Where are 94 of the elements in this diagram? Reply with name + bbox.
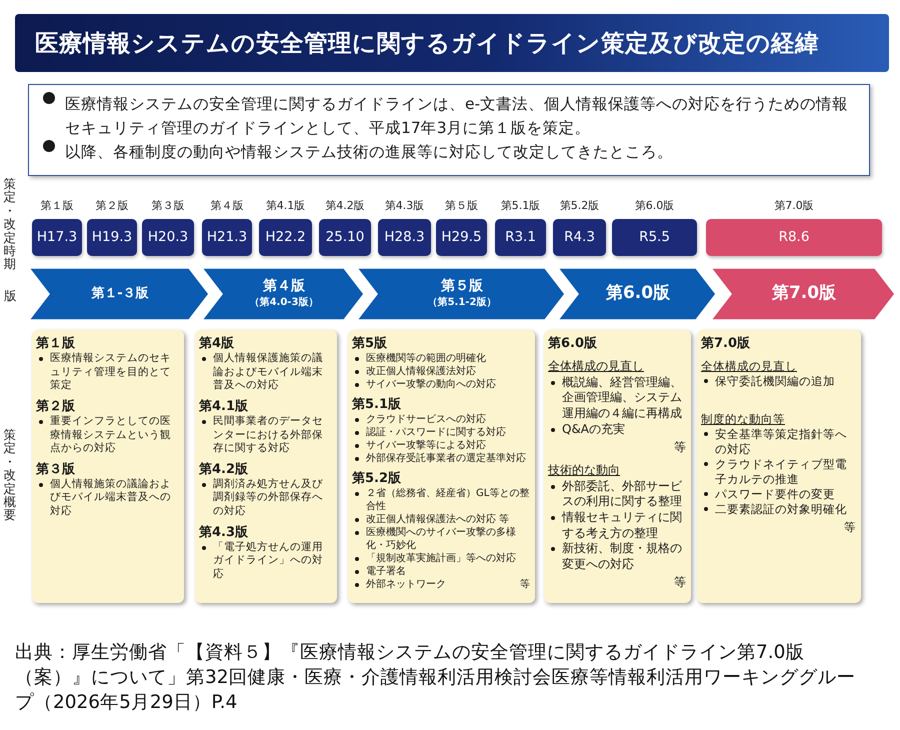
list-item: 個人情報施策の議論およびモバイル端末普及への対応 bbox=[50, 478, 172, 519]
version-heading: 第３版 bbox=[36, 460, 75, 478]
title-banner: 医療情報システムの安全管理に関するガイドライン策定及び改定の経緯 bbox=[15, 14, 889, 72]
version-heading: 第１版 bbox=[36, 335, 75, 352]
list-item: 二要素認証の対象明確化 bbox=[715, 502, 847, 517]
summary-card bbox=[544, 330, 691, 603]
version-heading: 第4版 bbox=[199, 335, 234, 352]
list-item: 「電子処方せんの運用ガイドライン」への対応 bbox=[213, 540, 324, 582]
version-subrange: （第4.0-3版） bbox=[250, 296, 318, 310]
list-item: 改正個人情報保護法対応 bbox=[366, 365, 476, 378]
list-item: 改正個人情報保護法への対応 等 bbox=[366, 513, 510, 526]
date-tag: H20.3 bbox=[142, 219, 194, 256]
list-item: 民間事業者のデータセンターにおける外部保存に関する対応 bbox=[213, 414, 324, 456]
date-tag: 25.10 bbox=[319, 219, 371, 256]
version-subrange: （第5.1-2版） bbox=[428, 296, 496, 310]
list-item: ２省（総務省、経産省）GL等との整合性 bbox=[366, 487, 530, 513]
etc-note: 等 bbox=[674, 574, 686, 592]
version-heading: 第6.0版 bbox=[548, 335, 598, 352]
summary-card bbox=[195, 330, 337, 603]
date-tag: H19.3 bbox=[87, 219, 137, 256]
version-label: 第7.0版 bbox=[774, 199, 814, 213]
version-range: 第１-３版 bbox=[91, 286, 149, 302]
date-tag: H29.5 bbox=[436, 219, 487, 256]
etc-note: 等 bbox=[844, 518, 856, 535]
etc-note: 等 bbox=[674, 439, 686, 456]
list-item: サイバー攻撃等による対応 bbox=[366, 439, 486, 452]
version-range: 第6.0版 bbox=[606, 283, 670, 305]
list-item: 安全基準等策定指針等への対応 bbox=[715, 427, 848, 457]
version-heading: 第7.0版 bbox=[701, 335, 750, 352]
summary-card bbox=[348, 330, 535, 603]
date-tag: R4.3 bbox=[553, 219, 606, 256]
date-tag: R8.6 bbox=[706, 219, 882, 256]
list-item: 情報セキュリティに関する考え方の整理 bbox=[562, 510, 683, 542]
list-item: 認証・パスワードに関する対応 bbox=[366, 426, 506, 439]
list-item: パスワード要件の変更 bbox=[715, 486, 835, 502]
list-item: クラウドサービスへの対応 bbox=[366, 413, 486, 426]
summary-card bbox=[697, 330, 861, 603]
list-item: 外部ネットワーク bbox=[366, 578, 446, 591]
date-tag: H22.2 bbox=[259, 219, 312, 256]
list-item: 新技術、制度・規格の変更への対応 bbox=[562, 541, 683, 572]
version-heading: 第２版 bbox=[36, 398, 75, 415]
version-label: 第6.0版 bbox=[634, 199, 674, 213]
version-label: 第4.2版 bbox=[325, 199, 365, 213]
section-heading: 全体構成の見直し bbox=[548, 358, 644, 375]
list-item: 概説編、経営管理編、企画管理編、システム運用編の４編に再構成 bbox=[562, 374, 683, 422]
version-label: 第２版 bbox=[96, 199, 128, 213]
row-label: 策定・改定概要 bbox=[3, 428, 17, 522]
version-range: 第４版 bbox=[263, 278, 305, 296]
list-item: 医療情報システムのセキュリティ管理を目的とて策定 bbox=[50, 352, 172, 393]
version-label: 第３版 bbox=[152, 199, 184, 213]
section-heading: 全体構成の見直し bbox=[701, 358, 797, 374]
version-range: 第５版 bbox=[441, 278, 483, 296]
list-item: 「規制改革実施計画」等への対応 bbox=[366, 552, 516, 565]
list-item: 電子署名 bbox=[366, 565, 406, 578]
intro-text: 以降、各種制度の動向や情報システム技術の進展等に対応して改定してきたところ。 bbox=[65, 142, 673, 163]
version-heading: 第5版 bbox=[352, 335, 388, 352]
source-note: 出典：厚生労働省「【資料５】『医療情報システムの安全管理に関するガイドライン第7.0版（案）』について」第32回健康・医療・介護情報利活用検討会医療等情報利活用ワーキンググループ（2026年5月29日）P.4 bbox=[15, 641, 857, 715]
version-label: 第１版 bbox=[40, 199, 74, 213]
version-label: 第5.1版 bbox=[500, 199, 540, 213]
date-tag: H28.3 bbox=[378, 219, 431, 256]
version-heading: 第4.3版 bbox=[199, 524, 248, 541]
version-range: 第7.0版 bbox=[772, 283, 836, 305]
version-heading: 第5.1版 bbox=[352, 396, 402, 413]
date-tag: H21.3 bbox=[202, 219, 252, 256]
section-heading: 制度的な動向等 bbox=[701, 411, 785, 428]
version-heading: 第4.2版 bbox=[199, 460, 248, 478]
list-item: 調剤済み処方せん及び調剤録等の外部保存への対応 bbox=[213, 478, 324, 519]
list-item: クラウドネイティブ型電子カルテの推進 bbox=[715, 457, 848, 487]
list-item: 外部委託、外部サービスの利用に関する整理 bbox=[562, 478, 683, 510]
date-tag: H17.3 bbox=[32, 219, 82, 256]
list-item: 外部保存受託事業者の選定基準対応 bbox=[366, 452, 526, 465]
list-item: 個人情報保護施策の議論およびモバイル端末普及への対応 bbox=[213, 352, 324, 393]
list-item: サイバー攻撃の動向への対応 bbox=[366, 378, 496, 391]
version-label: 第5.2版 bbox=[560, 199, 600, 213]
section-heading: 技術的な動向 bbox=[548, 462, 620, 479]
version-heading: 第5.2版 bbox=[352, 470, 402, 487]
version-heading: 第4.1版 bbox=[199, 398, 248, 415]
version-label: 第4.1版 bbox=[266, 199, 306, 213]
list-item: 重要インフラとしての医療情報システムという観点からの対応 bbox=[50, 414, 172, 456]
date-tag: R3.1 bbox=[495, 219, 546, 256]
row-label: 版 bbox=[4, 288, 17, 305]
row-label: 策定・改定時期 bbox=[3, 177, 17, 271]
summary-card bbox=[32, 330, 184, 603]
intro-text: 医療情報システムの安全管理に関するガイドラインは、e-文書法、個人情報保護等への対応を行うための情報セキュリティ管理のガイドラインとして、平成17年3月に第１版を策定。 bbox=[65, 94, 850, 139]
etc-note: 等 bbox=[520, 578, 530, 592]
version-label: 第５版 bbox=[445, 199, 478, 213]
version-label: 第4.3版 bbox=[384, 199, 424, 213]
list-item: 医療機関へのサイバー攻撃の多様化・巧妙化 bbox=[366, 526, 517, 552]
version-label: 第４版 bbox=[210, 199, 244, 213]
list-item: 保守委託機関編の追加 bbox=[715, 374, 835, 390]
list-item: Q&Aの充実 bbox=[562, 422, 626, 438]
list-item: 医療機関等の範囲の明確化 bbox=[366, 352, 486, 365]
intro-panel bbox=[28, 84, 870, 176]
date-tag: R5.5 bbox=[612, 219, 697, 256]
